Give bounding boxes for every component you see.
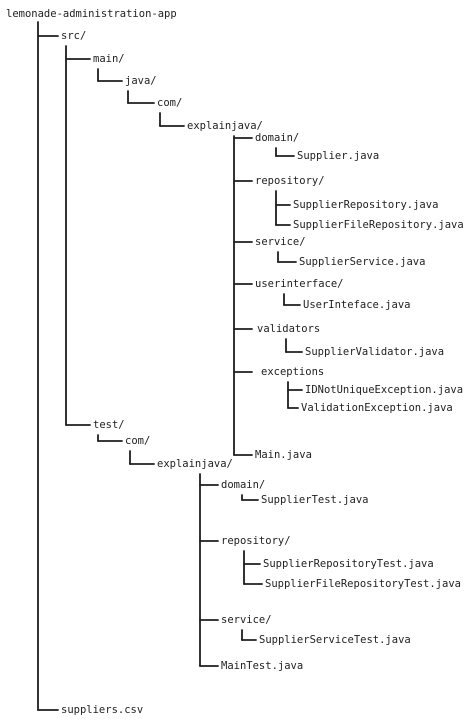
test-service-folder-label: service/: [221, 614, 272, 626]
tree-connectors: [37, 21, 303, 711]
supplier-repository-test-file-label: SupplierRepositoryTest.java: [263, 558, 434, 570]
supplier-service-test-file-label: SupplierServiceTest.java: [259, 634, 411, 646]
main-explainjava-folder-label: explainjava/: [187, 120, 263, 132]
suppliers-csv-file-label: suppliers.csv: [61, 704, 143, 716]
test-domain-folder-label: domain/: [221, 479, 265, 491]
supplier-test-file-label: SupplierTest.java: [261, 494, 368, 506]
supplier-file-label: Supplier.java: [297, 150, 379, 162]
validation-exception-file-label: ValidationException.java: [301, 402, 453, 414]
main-class-file-label: Main.java: [255, 449, 312, 461]
main-folder-label: main/: [93, 53, 125, 65]
src-folder-label: src/: [61, 30, 86, 42]
id-not-unique-exception-file-label: IDNotUniqueException.java: [305, 384, 463, 396]
user-inteface-file-label: UserInteface.java: [303, 299, 410, 311]
repository-folder-label: repository/: [255, 175, 325, 187]
tree-labels: lemonade-administration-app src/ main/ j…: [6, 8, 464, 716]
main-test-file-label: MainTest.java: [221, 660, 303, 672]
supplier-repository-file-label: SupplierRepository.java: [293, 199, 438, 211]
service-folder-label: service/: [255, 236, 306, 248]
test-com-folder-label: com/: [125, 435, 150, 447]
exceptions-folder-label: exceptions: [261, 366, 324, 378]
supplier-service-file-label: SupplierService.java: [299, 256, 425, 268]
test-explainjava-folder-label: explainjava/: [157, 458, 233, 470]
test-folder-label: test/: [93, 419, 125, 431]
main-java-folder-label: java/: [125, 75, 157, 87]
domain-folder-label: domain/: [255, 132, 299, 144]
supplier-file-repository-file-label: SupplierFileRepository.java: [293, 219, 464, 231]
validators-folder-label: validators: [257, 323, 320, 335]
test-repository-folder-label: repository/: [221, 535, 291, 547]
supplier-validator-file-label: SupplierValidator.java: [305, 346, 444, 358]
main-com-folder-label: com/: [157, 97, 182, 109]
userinterface-folder-label: userinterface/: [255, 278, 344, 290]
supplier-file-repository-test-file-label: SupplierFileRepositoryTest.java: [265, 578, 461, 590]
root-folder-label: lemonade-administration-app: [6, 8, 177, 20]
